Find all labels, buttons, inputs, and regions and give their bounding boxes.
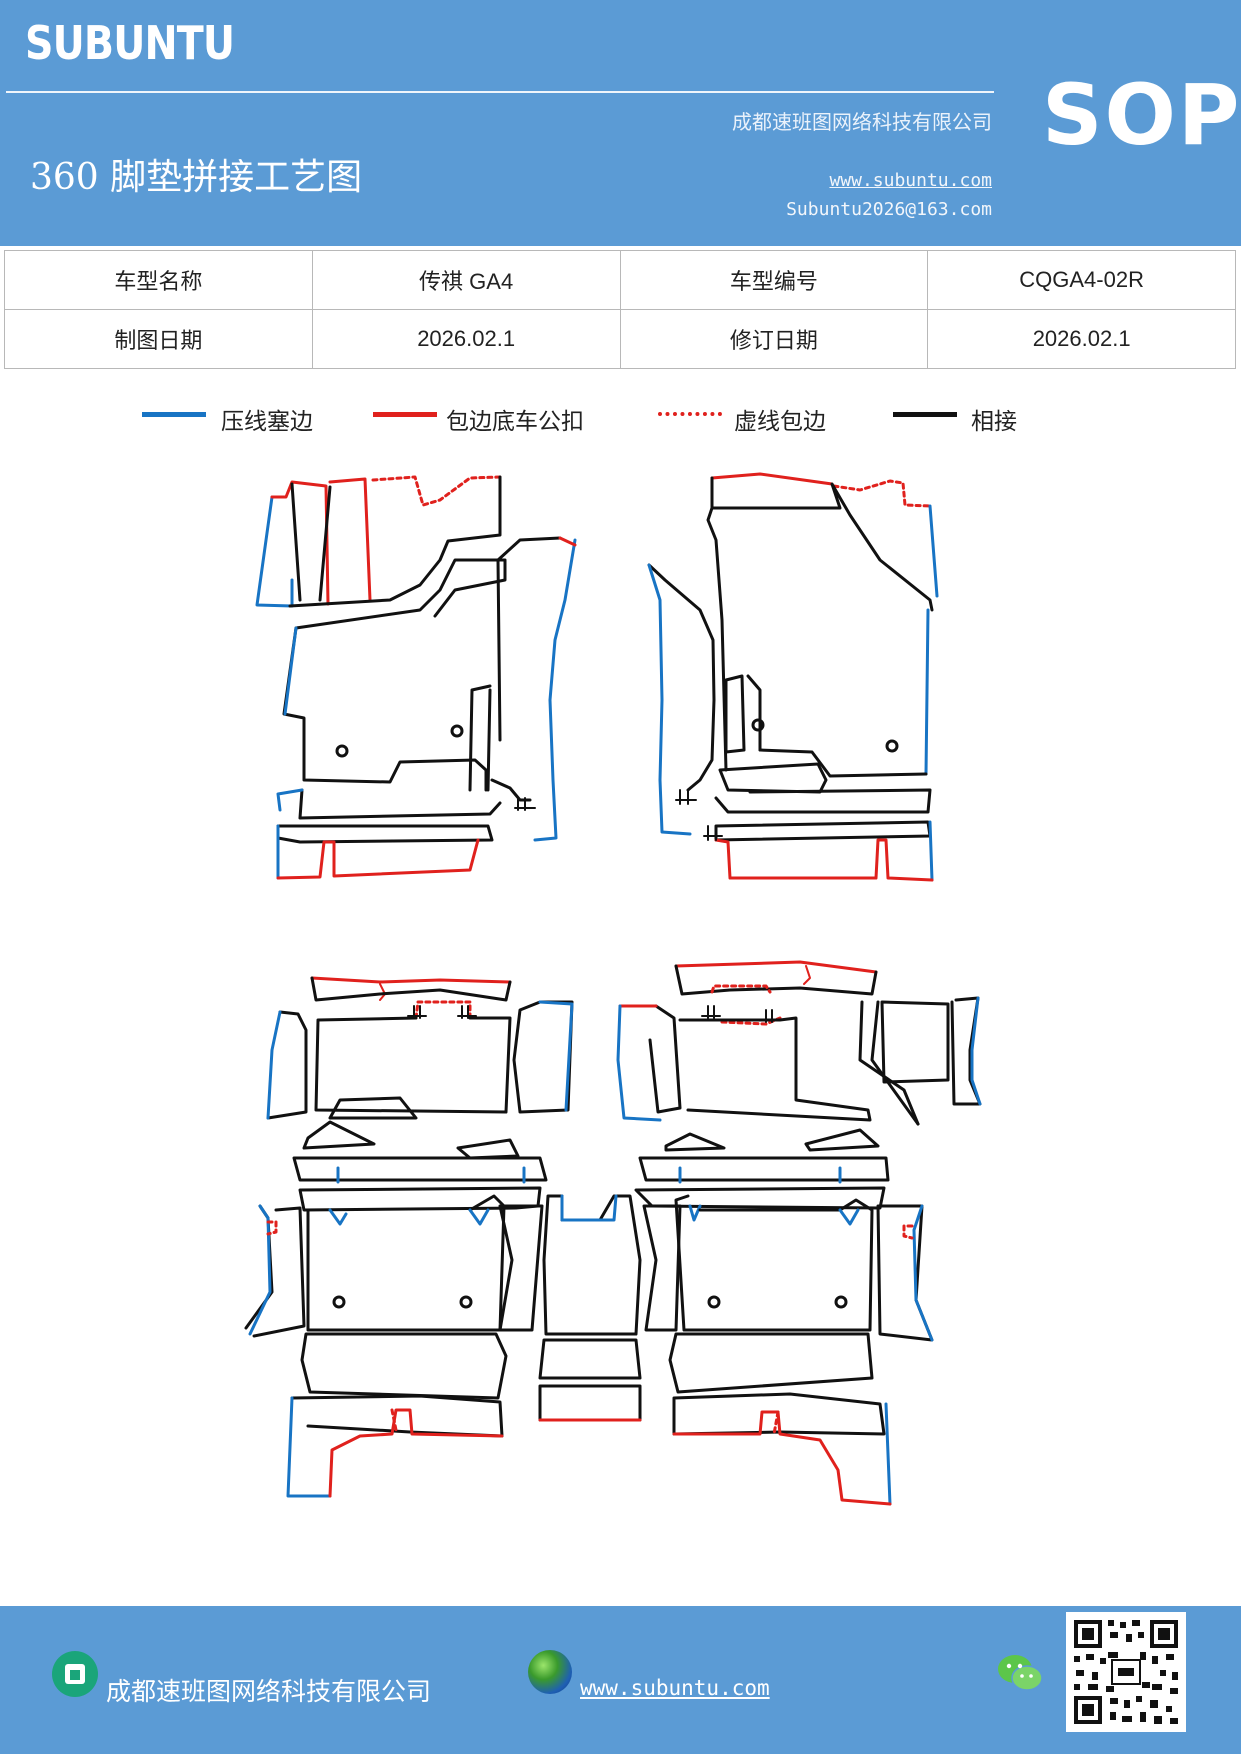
model-name-value: 传祺 GA4 — [311, 250, 621, 310]
legend-label: 相接 — [971, 409, 1017, 435]
second-row-right-mat — [616, 960, 982, 1506]
email-text: Subuntu2026@163.com — [786, 199, 992, 220]
legend-label: 包边底车公扣 — [446, 409, 584, 435]
front-right-mat — [647, 472, 939, 882]
legend-label: 虚线包边 — [734, 409, 826, 435]
front-left-mat — [255, 475, 577, 880]
globe-icon — [528, 1650, 572, 1694]
header-banner: SUBUNTU SOP 360 脚垫拼接工艺图 成都速班图网络科技有限公司 ww… — [0, 0, 1241, 246]
center-hump-mat — [538, 1194, 642, 1422]
legend-swatch-black — [893, 412, 957, 417]
legend-swatch-red-dotted — [658, 412, 722, 416]
brand-logo: SUBUNTU — [25, 16, 235, 70]
wechat-icon — [998, 1655, 1043, 1691]
draw-date-label: 制图日期 — [4, 309, 313, 369]
header-divider — [6, 91, 994, 93]
legend-swatch-blue — [142, 412, 206, 417]
page-title: 360 脚垫拼接工艺图 — [30, 157, 363, 198]
vehicle-info-table: 车型名称 传祺 GA4 车型编号 CQGA4-02R 制图日期 2026.02.… — [4, 250, 1236, 369]
revision-date-label: 修订日期 — [619, 309, 929, 369]
second-row-left-mat — [244, 976, 574, 1498]
footer-website-link[interactable]: www.subuntu.com — [580, 1676, 770, 1700]
legend: 压线塞边 包边底车公扣 虚线包边 相接 — [0, 398, 1241, 438]
revision-date-value: 2026.02.1 — [927, 309, 1236, 369]
floor-mat-pattern-diagram — [244, 472, 982, 1506]
footer-company-name: 成都速班图网络科技有限公司 — [106, 1677, 432, 1706]
doc-type-label: SOP — [1042, 66, 1241, 164]
legend-label: 压线塞边 — [221, 409, 313, 435]
qr-code — [1066, 1612, 1186, 1732]
draw-date-value: 2026.02.1 — [311, 309, 621, 369]
table-row: 车型名称 传祺 GA4 车型编号 CQGA4-02R — [4, 250, 1236, 310]
footer-banner: 成都速班图网络科技有限公司 www.subuntu.com — [0, 1606, 1241, 1754]
model-name-label: 车型名称 — [4, 250, 313, 310]
company-name: 成都速班图网络科技有限公司 — [732, 110, 992, 134]
model-code-label: 车型编号 — [619, 250, 929, 310]
building-icon — [52, 1651, 98, 1697]
model-code-value: CQGA4-02R — [927, 250, 1236, 310]
website-link[interactable]: www.subuntu.com — [829, 170, 992, 191]
table-row: 制图日期 2026.02.1 修订日期 2026.02.1 — [4, 309, 1236, 369]
legend-swatch-red — [373, 412, 437, 417]
